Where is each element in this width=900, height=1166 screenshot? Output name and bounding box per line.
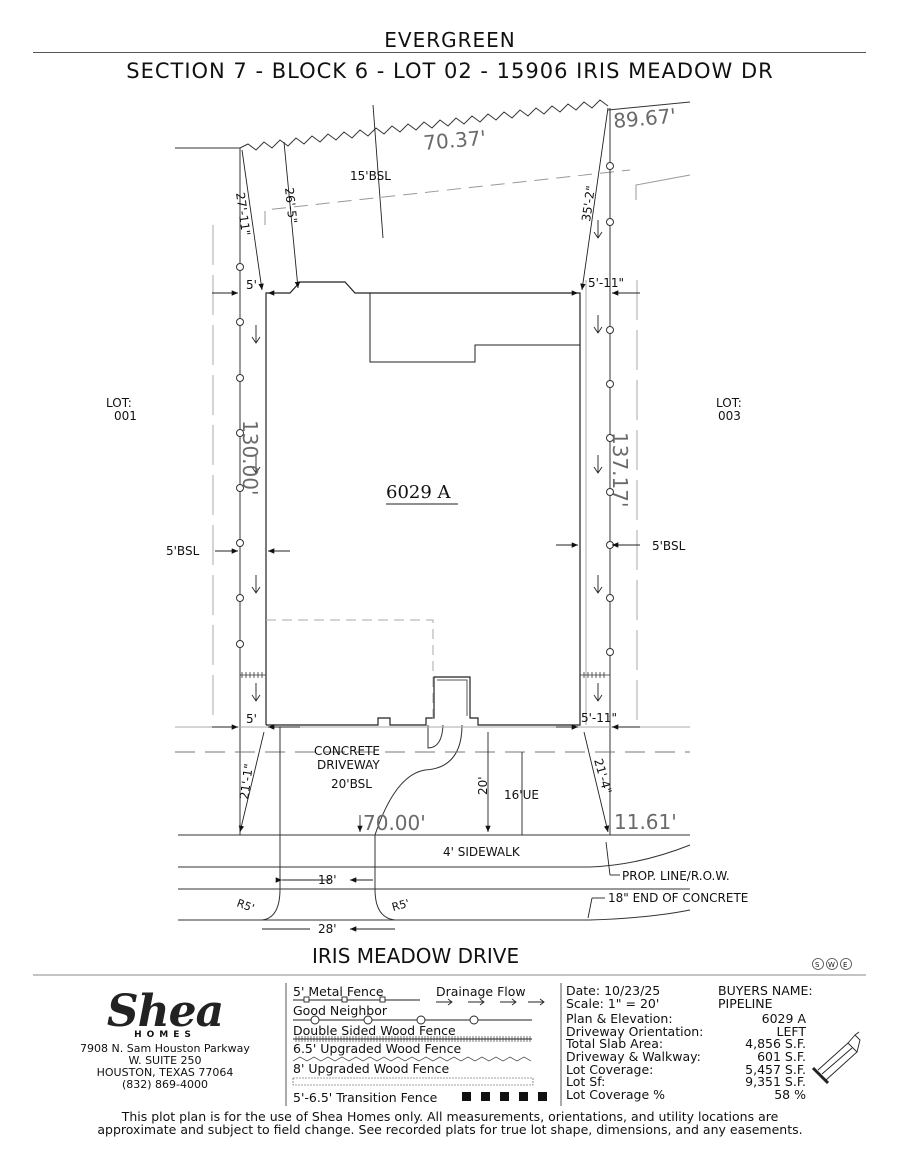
street-name: IRIS MEADOW DRIVE (312, 944, 519, 968)
driveway-label1: CONCRETE (314, 744, 380, 758)
rear-dim: 70.37' (422, 126, 487, 155)
info-label: Plan & Elevation: (566, 1011, 673, 1027)
disclaimer-line1: This plot plan is for the use of Shea Ho… (121, 1109, 779, 1124)
svg-text:E: E (843, 961, 847, 969)
curb-width: 28' (318, 922, 337, 936)
dim-rear-right-house: 35'-2" (579, 185, 598, 223)
dim-rear-left-corner: 27'-11" (233, 191, 253, 236)
right-bsl: 5'BSL (652, 539, 686, 553)
front-dim: 70.00' (363, 811, 426, 835)
left-bsl: 5'BSL (166, 544, 200, 558)
info-value: 5,457 S.F. (745, 1061, 806, 1077)
info-value: 58 % (774, 1086, 806, 1102)
utility-easement: 16'UE (504, 788, 539, 802)
community-name: EVERGREEN (384, 28, 516, 52)
address-line: (832) 869-4000 (121, 1078, 209, 1091)
rear-fence-line (239, 99, 609, 151)
date-value: 10/23/25 (604, 983, 661, 998)
lot-title: SECTION 7 - BLOCK 6 - LOT 02 - 15906 IRI… (126, 59, 774, 83)
scale-label: Scale: (566, 995, 604, 1011)
date-label: Date: (566, 983, 601, 998)
homes-wordmark: HOMES (134, 1030, 196, 1040)
right-side-dim: 137.17' (608, 432, 632, 507)
prop-line-label: PROP. LINE/R.O.W. (622, 869, 730, 883)
rear-ext-dim: 89.67' (612, 104, 677, 133)
buyer-block: BUYERS NAME: PIPELINE (718, 983, 813, 1011)
dim-left-top: 5' (246, 278, 257, 292)
buyers-name-label: BUYERS NAME: (718, 983, 813, 998)
left-side-dim: 130.00' (238, 420, 262, 495)
disclaimer-line2: approximate and subject to field change.… (97, 1122, 803, 1137)
legend-double-sided: Double Sided Wood Fence (293, 1023, 456, 1038)
address-line: 7908 N. Sam Houston Parkway (80, 1042, 250, 1055)
radius-left: R5' (235, 897, 256, 915)
info-value: 9,351 S.F. (745, 1074, 806, 1090)
lot-right-label2: 003 (718, 409, 741, 423)
dim-front-left: 21'-1" (237, 763, 256, 801)
info-label: Total Slab Area: (566, 1036, 664, 1052)
dim-right-bottom: 5'-11" (581, 711, 617, 725)
dim-left-bottom: 5' (246, 712, 257, 726)
legend-transition: 5'-6.5' Transition Fence (293, 1090, 438, 1105)
driveway-label2: DRIVEWAY (317, 758, 380, 772)
end-concrete-label: 18" END OF CONCRETE (608, 891, 748, 905)
drive-width: 18' (318, 873, 337, 887)
svg-text:W: W (828, 961, 835, 969)
svg-text:S: S (815, 961, 820, 969)
dim-right-top: 5'-11" (588, 276, 624, 290)
legend-metal-fence: 5' Metal Fence (293, 984, 384, 999)
radius-right: R5' (390, 897, 410, 914)
utility-marks (812, 958, 852, 970)
address-line: W. SUITE 250 (128, 1054, 202, 1067)
north-arrow-icon (811, 1031, 861, 1085)
header-divider (33, 52, 866, 53)
company-block: Shea HOMES 7908 N. Sam Houston Parkway W… (40, 990, 290, 1091)
info-label: Lot Coverage: (566, 1061, 654, 1077)
lot-left-label2: 001 (114, 409, 137, 423)
buyer-name: PIPELINE (718, 995, 773, 1011)
info-value: 601 S.F. (757, 1048, 806, 1064)
rear-bsl: 15'BSL (350, 169, 391, 183)
plan-label: 6029 A (386, 482, 452, 503)
info-label: Lot Coverage % (566, 1086, 666, 1102)
legend-upgraded-65: 6.5' Upgraded Wood Fence (293, 1041, 462, 1056)
lot-left-label1: LOT: (106, 396, 132, 410)
legend-drainage-flow: Drainage Flow (436, 984, 526, 999)
dim-rear-left-house: 26'-5" (282, 187, 300, 224)
front-ext-dim: 11.61' (614, 810, 677, 834)
address-line: HOUSTON, TEXAS 77064 (96, 1066, 234, 1079)
house-footprint (265, 281, 581, 726)
legend-upgraded-8: 8' Upgraded Wood Fence (293, 1061, 450, 1076)
scale-value: 1" = 20' (607, 995, 660, 1011)
info-value: LEFT (776, 1023, 806, 1039)
info-label: Driveway & Walkway: (566, 1048, 701, 1064)
front-bsl: 20'BSL (331, 777, 372, 791)
info-value: 4,856 S.F. (745, 1036, 806, 1052)
legend-good-neighbor: Good Neighbor (293, 1003, 387, 1018)
info-label: Driveway Orientation: (566, 1023, 704, 1039)
shea-logo: Shea (106, 986, 224, 1037)
dim-front-20: 20' (476, 776, 490, 795)
info-label: Lot Sf: (566, 1074, 606, 1090)
disclaimer: This plot plan is for the use of Shea Ho… (0, 1110, 900, 1136)
lot-info-table: Date: 10/23/25 Scale: 1" = 20' Plan & El… (566, 983, 806, 1102)
sidewalk-label: 4' SIDEWALK (443, 845, 521, 859)
info-value: 6029 A (761, 1011, 806, 1027)
lot-right-label1: LOT: (716, 396, 742, 410)
